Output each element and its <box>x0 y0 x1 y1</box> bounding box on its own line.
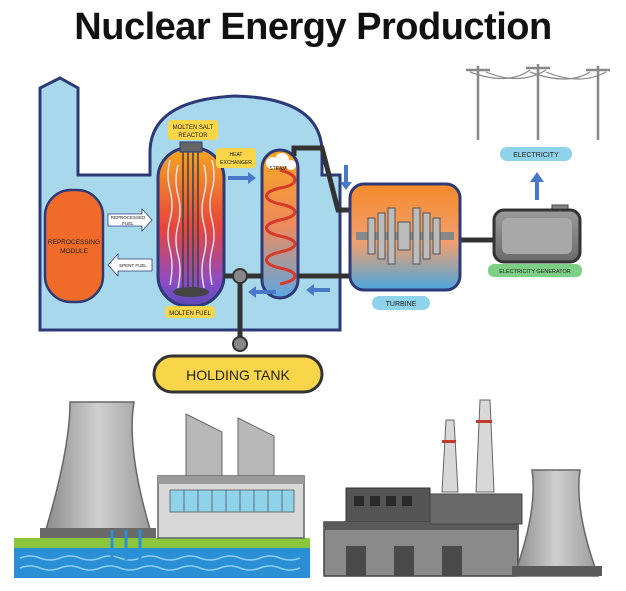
molten-salt-reactor-label-2: REACTOR <box>178 133 208 139</box>
grass-strip <box>14 538 310 548</box>
steam-label: STEAM <box>269 166 286 172</box>
heat-exchanger-label-2: EXCHANGER <box>220 160 252 166</box>
cooling-tower-right <box>512 469 600 577</box>
pipe-valve <box>232 268 248 284</box>
return-flow-arrow <box>248 286 276 298</box>
reprocessed-fuel-label-1: REPROCESSED <box>111 215 146 220</box>
holding-tank <box>152 354 324 394</box>
factory-right-windows <box>354 496 412 506</box>
reprocessing-module-label-2: MODULE <box>60 248 88 255</box>
electricity-label: ELECTRICITY <box>513 152 559 159</box>
chimneys-left <box>185 413 275 483</box>
power-lines <box>466 64 610 140</box>
factory-right-side <box>429 493 523 525</box>
holding-tank-label: HOLDING TANK <box>186 367 290 383</box>
molten-salt-reactor-tag <box>168 120 218 140</box>
turbine-label: TURBINE <box>386 301 417 308</box>
water-waves <box>19 555 301 571</box>
tower-base-left <box>40 528 156 538</box>
electricity-up-arrow <box>530 172 544 200</box>
electricity-generator <box>492 204 582 264</box>
holding-tank-valve <box>232 336 248 352</box>
water-outflow-pipes <box>110 530 142 560</box>
reprocessing-module <box>43 188 105 304</box>
generator-label: ELECTRICITY GENERATOR <box>499 269 571 275</box>
page-title: Nuclear Energy Production <box>74 6 552 48</box>
heat-flow-arrow <box>228 172 256 184</box>
heat-exchanger-tag <box>216 148 256 168</box>
molten-fuel-label: MOLTEN FUEL <box>169 311 211 317</box>
turbine-tag <box>372 296 430 310</box>
tower-base-right <box>512 566 602 576</box>
heat-exchanger <box>260 148 300 300</box>
heat-exchanger-label-1: HEAT <box>230 152 243 158</box>
cooling-tower-left <box>42 401 154 537</box>
spent-fuel-label: SPENT FUEL <box>119 263 147 268</box>
spent-fuel-arrow <box>107 252 153 278</box>
water-return-arrow <box>306 284 330 296</box>
generator-tag <box>488 264 582 277</box>
factory-right-doors <box>346 546 462 576</box>
steam-down-arrow <box>340 165 352 190</box>
molten-fuel-tag <box>165 306 215 318</box>
molten-salt-reactor-label-1: MOLTEN SALT <box>173 125 214 131</box>
reprocessed-fuel-arrow <box>107 207 153 233</box>
smokestacks-right <box>441 399 495 493</box>
reprocessing-module-label-1: REPROCESSING <box>48 239 100 246</box>
electricity-tag <box>500 147 572 161</box>
reactor-vessel <box>156 141 226 308</box>
reprocessed-fuel-label-2: FUEL <box>122 221 134 226</box>
factory-windows <box>169 489 295 513</box>
water <box>14 548 310 578</box>
pipes <box>224 145 494 342</box>
turbine <box>348 182 462 292</box>
